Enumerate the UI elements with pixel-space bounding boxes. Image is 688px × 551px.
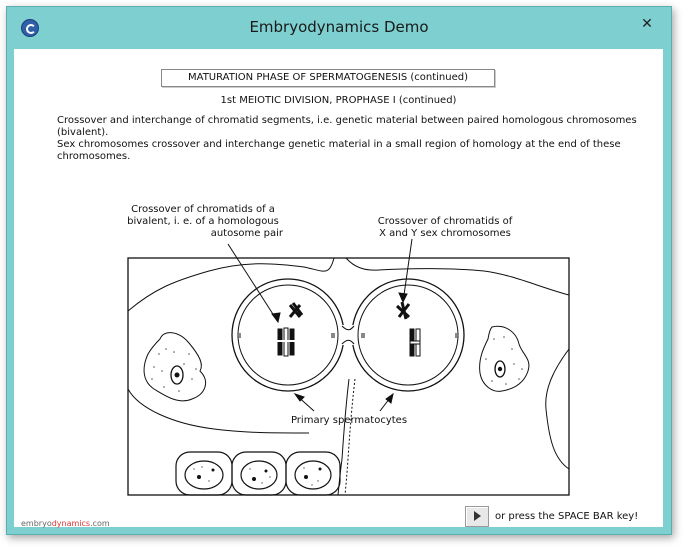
bivalent-chromosomes (276, 302, 304, 357)
callout-autosome-line-3: autosome pair (210, 228, 283, 239)
spermatocyte-diagram (127, 238, 570, 496)
sertoli-dots-left (151, 348, 197, 392)
description-paragraph-1: Crossover and interchange of chromatid s… (57, 115, 637, 138)
sertoli-cell-left (143, 332, 207, 402)
sertoli-nucleus-right (494, 360, 506, 378)
membrane-divider-dashed (344, 378, 356, 496)
app-icon[interactable] (21, 19, 39, 37)
page-heading: MATURATION PHASE OF SPERMATOGENESIS (con… (161, 69, 495, 87)
page-subheading: 1st MEIOTIC DIVISION, PROPHASE I (contin… (220, 95, 457, 106)
sertoli-nucleus-left (170, 365, 184, 385)
callout-autosome-line-1: Crossover of chromatids of a (131, 204, 275, 215)
site-watermark: embryodynamics.com (21, 519, 110, 528)
sertoli-dots-right (485, 336, 523, 385)
membrane-curve-top-left (127, 257, 335, 312)
callout-sex-line-2: X and Y sex chromosomes (379, 228, 511, 239)
window-title: Embryodynamics Demo (249, 18, 429, 36)
spermatogonia-row (175, 451, 341, 496)
callout-sex-line-1: Crossover of chromatids of (377, 216, 513, 227)
callout-arrows (227, 238, 413, 412)
callout-autosome-line-2: bivalent, i. e. of a homologous (127, 216, 279, 227)
sex-chromosomes (395, 301, 421, 357)
app-window: Embryodynamics Demo ✕ MATURATION PHASE O… (6, 6, 672, 535)
sertoli-cell-right (479, 325, 530, 392)
title-bar[interactable]: Embryodynamics Demo ✕ (7, 7, 671, 48)
tubule-frame (127, 257, 570, 496)
space-bar-hint: or press the SPACE BAR key! (495, 511, 639, 522)
membrane-curve-right (545, 348, 570, 470)
membrane-curve-left (127, 388, 310, 434)
close-button[interactable]: ✕ (641, 16, 653, 32)
spermatocyte-right-inner (357, 284, 459, 386)
next-button[interactable] (465, 506, 489, 527)
description-paragraph-2: Sex chromosomes crossover and interchang… (57, 139, 621, 162)
spermatocyte-right-outer (351, 278, 465, 392)
content-area: MATURATION PHASE OF SPERMATOGENESIS (con… (14, 49, 663, 528)
callout-primary-spermatocytes: Primary spermatocytes (290, 415, 408, 426)
membrane-curve-top-right (345, 257, 570, 296)
